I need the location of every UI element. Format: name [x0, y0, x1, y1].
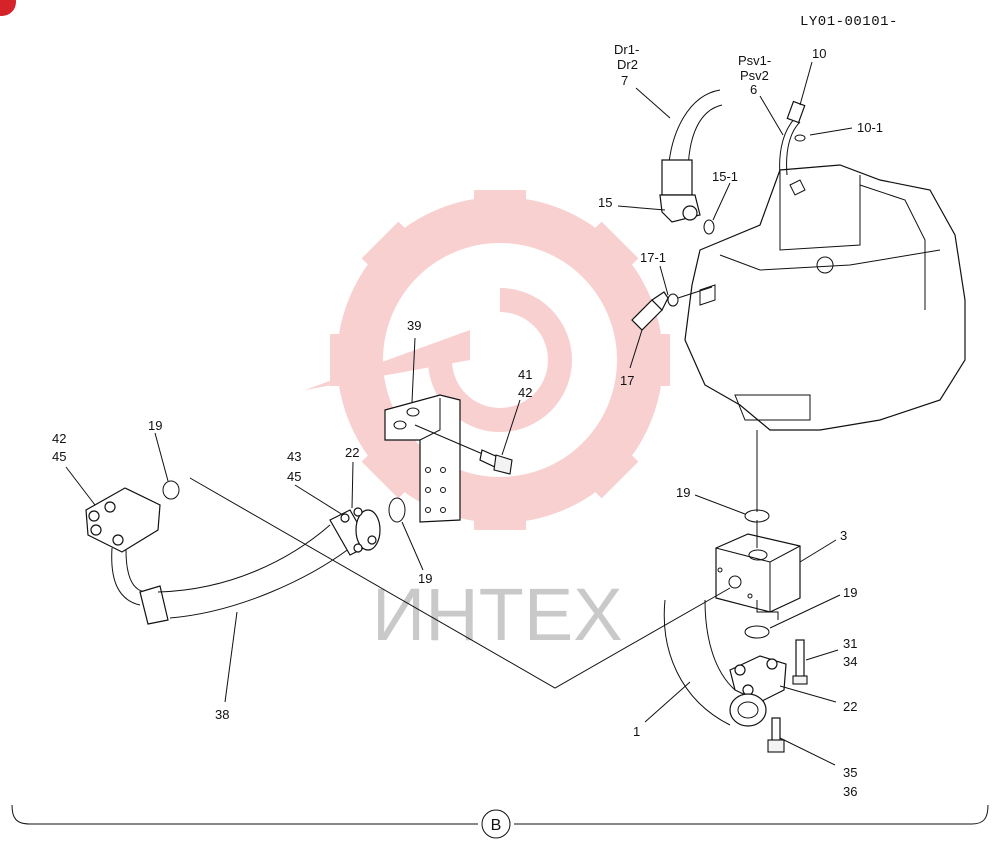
bolt-41-icon — [479, 449, 513, 475]
callout-34: 34 — [843, 654, 857, 669]
callout-17-1: 17-1 — [640, 250, 666, 265]
bolt-35-icon — [767, 717, 785, 753]
callout-36: 36 — [843, 784, 857, 799]
callout-38: 38 — [215, 707, 229, 722]
callout-22-bottom: 22 — [843, 699, 857, 714]
callout-15-1: 15-1 — [712, 169, 738, 184]
callout-22-flange: 22 — [345, 445, 359, 460]
corner-badge-icon — [0, 0, 16, 16]
leader-lines — [65, 61, 853, 766]
o-ring-19-left-icon — [162, 480, 180, 500]
drain-hose-icon — [659, 89, 723, 223]
valve-block-icon — [715, 533, 801, 613]
callout-15: 15 — [598, 195, 612, 210]
pressure-switch-icon — [631, 286, 713, 331]
callout-psv1: Psv1- — [738, 53, 771, 68]
drawing-reference: LY01-00101- — [800, 14, 898, 30]
callout-43: 43 — [287, 449, 301, 464]
callout-dr2: Dr2 — [617, 57, 638, 72]
suction-hose-icon — [663, 599, 787, 727]
callout-19-bottom: 19 — [843, 585, 857, 600]
callout-psv2: Psv2 — [740, 68, 769, 83]
pressure-sensor-icon — [779, 100, 806, 176]
callout-41: 41 — [518, 367, 532, 382]
callout-39: 39 — [407, 318, 421, 333]
callout-35: 35 — [843, 765, 857, 780]
watermark-gear-icon — [305, 190, 670, 530]
callout-31: 31 — [843, 636, 857, 651]
callout-10-1: 10-1 — [857, 120, 883, 135]
bracket-icon — [384, 394, 486, 523]
callout-42-pipe: 42 — [52, 431, 66, 446]
section-label: B — [491, 817, 502, 834]
callout-42-bracket: 42 — [518, 385, 532, 400]
hydraulic-pump-icon — [684, 164, 966, 431]
callout-45-pipe: 45 — [52, 449, 66, 464]
callout-dr1: Dr1- — [614, 42, 639, 57]
callout-10: 10 — [812, 46, 826, 61]
callout-19-top: 19 — [676, 485, 690, 500]
section-bracket — [11, 804, 989, 839]
watermark-text: ИНТЕХ — [372, 573, 623, 656]
callout-17: 17 — [620, 373, 634, 388]
callout-19-left: 19 — [148, 418, 162, 433]
o-ring-19-bottom-icon — [744, 625, 770, 639]
callout-19-mid: 19 — [418, 571, 432, 586]
o-ring-19-mid-icon — [388, 497, 406, 523]
callout-3: 3 — [840, 528, 847, 543]
pipe-assembly-icon — [85, 487, 381, 625]
assembly-leader-line — [189, 477, 731, 689]
callout-7: 7 — [621, 73, 628, 88]
bolt-31-icon — [792, 639, 808, 685]
callout-45-flange: 45 — [287, 469, 301, 484]
o-ring-15-1-icon — [703, 219, 715, 235]
callout-1: 1 — [633, 724, 640, 739]
callout-6: 6 — [750, 82, 757, 97]
